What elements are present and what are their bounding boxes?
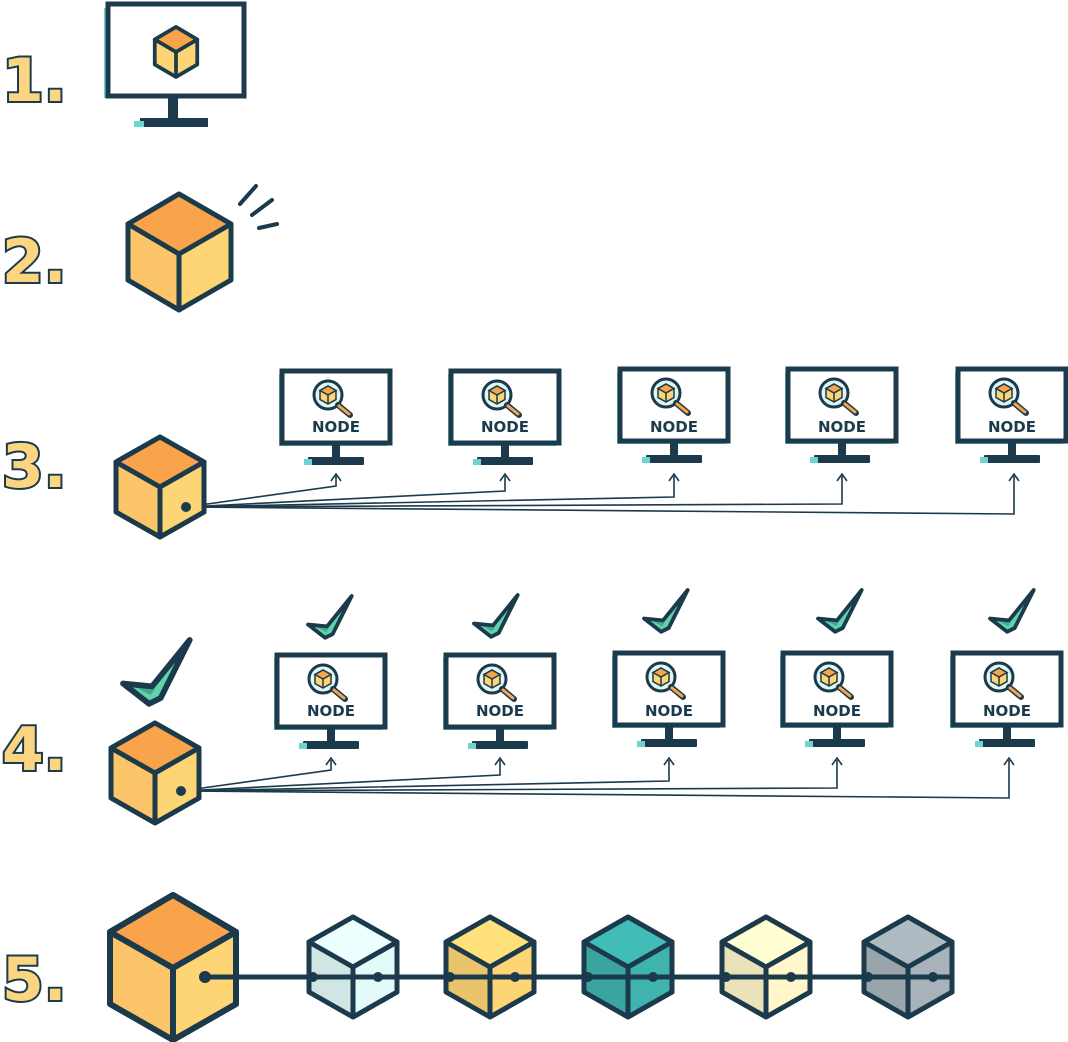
step-number-2: 2. (2, 227, 67, 297)
validation-row: NODE NODE NODE NODE NODE (111, 588, 1061, 823)
step-number-3: 3. (2, 432, 67, 502)
broadcast-lines (185, 472, 1020, 515)
node-monitor-icon: NODE (617, 369, 728, 463)
validated-block-cube (111, 723, 199, 823)
node-label: NODE (476, 702, 524, 720)
validation-lines (180, 756, 1015, 799)
chain-block-cube (306, 914, 400, 1020)
node-monitor-icon: NODE (950, 653, 1061, 747)
node-monitor-icon: NODE (780, 653, 891, 747)
check-icon (816, 588, 864, 634)
node-label: NODE (813, 702, 861, 720)
chain-block-cube (719, 914, 813, 1020)
node-monitor-icon: NODE (279, 371, 390, 465)
node-label: NODE (307, 702, 355, 720)
node-label: NODE (312, 418, 360, 436)
node-label: NODE (481, 418, 529, 436)
new-block-cube (107, 892, 239, 1042)
new-block-icon (125, 184, 279, 313)
node-label: NODE (645, 702, 693, 720)
node-monitor-icon: NODE (443, 655, 554, 749)
step-number-1: 1. (2, 46, 67, 116)
chain-block-cube (861, 914, 955, 1020)
node-label: NODE (983, 702, 1031, 720)
check-icon (642, 588, 690, 634)
node-label: NODE (650, 418, 698, 436)
step-number-5: 5. (2, 945, 67, 1015)
chain-block-cube (443, 914, 537, 1020)
node-monitor-icon: NODE (955, 369, 1066, 463)
step-number-4: 4. (2, 715, 67, 785)
node-monitor-icon: NODE (448, 371, 559, 465)
node-label: NODE (818, 418, 866, 436)
broadcast-row: NODE NODE NODE NODE NODE (116, 369, 1066, 537)
chain-block-cube (581, 914, 675, 1020)
monitor-with-block-icon (104, 1, 247, 127)
node-label: NODE (988, 418, 1036, 436)
node-monitor-icon: NODE (785, 369, 896, 463)
block-cube (116, 437, 204, 537)
check-icon (306, 594, 354, 640)
check-icon (988, 588, 1036, 634)
blockchain-row (107, 892, 955, 1042)
check-icon (472, 593, 520, 639)
node-monitor-icon: NODE (612, 653, 723, 747)
check-icon (123, 640, 190, 704)
node-monitor-icon: NODE (274, 655, 385, 749)
